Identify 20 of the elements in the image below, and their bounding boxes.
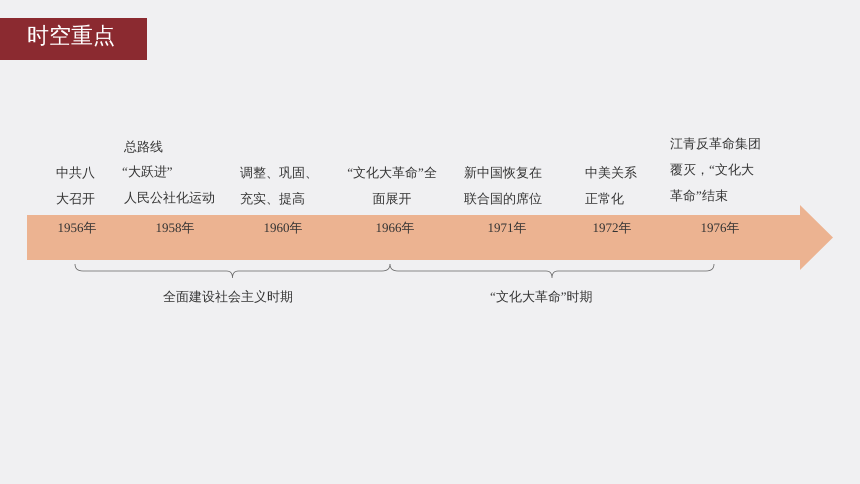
year-label: 1958年 <box>156 219 194 237</box>
period-label: 全面建设社会主义时期 <box>163 288 294 306</box>
title: 时空重点 <box>27 23 115 51</box>
year-label: 1976年 <box>700 219 740 237</box>
year-label: 1966年 <box>376 219 414 237</box>
timeline-arrow <box>27 205 833 270</box>
year-label: 1972年 <box>592 219 632 237</box>
period-label: “文化大革命”时期 <box>490 288 594 306</box>
event-label: 中美关系正常化 <box>585 164 638 208</box>
year-label: 1971年 <box>488 219 526 237</box>
event-label: 人民公社化运动 <box>124 189 216 207</box>
event-label: “大跃进” <box>122 163 174 181</box>
event-label: 调整、巩固、充实、提高 <box>240 164 319 208</box>
event-label: “文化大革命”全面展开 <box>346 164 438 208</box>
event-label: 中共八大召开 <box>56 164 96 208</box>
year-label: 1960年 <box>264 219 302 237</box>
event-label: 总路线 <box>124 138 164 156</box>
event-label: 新中国恢复在联合国的席位 <box>464 164 543 208</box>
event-label: 江青反革命集团覆灭，“文化大革命”结束 <box>670 135 762 205</box>
year-label: 1956年 <box>58 219 96 237</box>
